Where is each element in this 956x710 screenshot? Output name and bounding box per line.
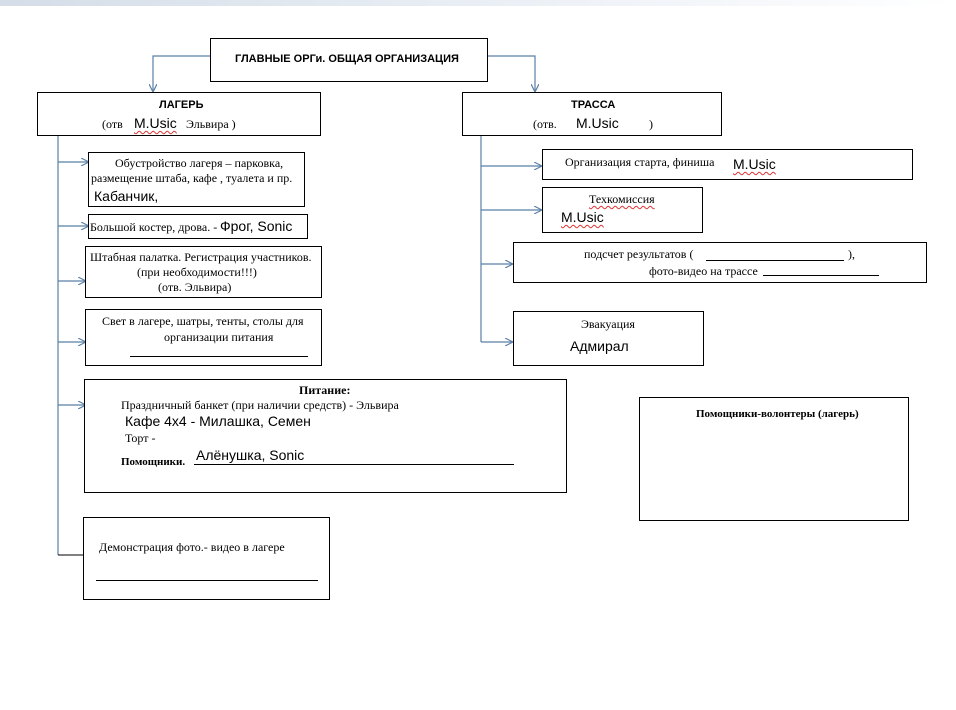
volunteers-title: Помощники-волонтеры (лагерь) [696,408,859,420]
track-resp-prefix: (отв. [533,117,557,131]
camp-setup-line2: размещение штаба, кафе , туалета и пр. [91,171,293,185]
camp-resp-suffix: Эльвира ) [186,117,236,131]
camp-light-node: Свет в лагере, шатры, тенты, столы для о… [85,309,322,366]
track-title: ТРАССА [571,99,616,111]
track-evac-text: Эвакуация [581,317,635,331]
track-resp-suffix: ) [649,117,653,131]
track-results-blank-2 [763,275,879,276]
track-results-line1-end: ), [848,247,855,261]
camp-demo-node: Демонстрация фото.- видео в лагере [83,517,330,600]
track-results-line1: подсчет результатов ( [584,247,694,261]
track-resp-name: M.Usic [576,115,619,131]
camp-hq-node: Штабная палатка. Регистрация участников.… [85,246,322,298]
track-node: ТРАССА (отв. M.Usic ) [462,92,722,136]
camp-setup-node: Обустройство лагеря – парковка, размещен… [88,152,305,207]
camp-food-cake: Торт - [125,431,156,445]
camp-setup-person: Кабанчик, [94,188,159,204]
track-start-text: Организация старта, финиша [565,155,715,169]
camp-hq-line3: (отв. Эльвира) [158,280,232,294]
camp-light-blank-line [130,356,308,357]
track-tech-text: Техкомиссия [589,192,655,206]
root-node: ГЛАВНЫЕ ОРГи. ОБЩАЯ ОРГАНИЗАЦИЯ [210,38,488,82]
camp-node: ЛАГЕРЬ (отв M.Usic Эльвира ) [37,92,321,136]
camp-resp-name: M.Usic [134,115,177,131]
camp-setup-line1: Обустройство лагеря – парковка, [115,156,284,170]
track-results-node: подсчет результатов ( ), фото-видео на т… [513,242,927,283]
camp-light-line1: Свет в лагере, шатры, тенты, столы для [102,314,304,328]
camp-demo-blank-line [96,580,318,581]
track-start-node: Организация старта, финиша M.Usic [542,149,913,180]
camp-food-helpers-line [194,464,514,465]
camp-food-helpers: Алёнушка, Sonic [196,447,305,463]
camp-bonfire-node: Большой костер, дрова. - Фрог, Sonic [88,214,308,239]
camp-food-cafe: Кафе 4х4 - Милашка, Семен [125,413,311,429]
track-results-blank-1 [706,260,844,261]
camp-resp-prefix: (отв [102,117,123,131]
track-evac-node: Эвакуация Адмирал [513,311,704,366]
camp-food-node: Питание: Праздничный банкет (при наличии… [84,379,567,493]
track-tech-person: M.Usic [561,209,604,225]
camp-bonfire-text: Большой костер, дрова. - [90,220,218,234]
camp-title: ЛАГЕРЬ [159,99,204,111]
camp-food-banquet: Праздничный банкет (при наличии средств)… [121,398,399,412]
camp-demo-text: Демонстрация фото.- видео в лагере [99,540,285,554]
camp-light-line2: организации питания [164,330,274,344]
camp-food-helpers-label: Помощники. [121,456,186,468]
camp-hq-line2: (при необходимости!!!) [137,265,257,279]
volunteers-node: Помощники-волонтеры (лагерь) [639,397,909,521]
top-gradient-band [0,0,956,6]
track-start-person: M.Usic [733,156,776,172]
track-evac-person: Адмирал [570,338,629,354]
camp-food-title: Питание: [299,383,351,397]
camp-hq-line1: Штабная палатка. Регистрация участников. [90,250,312,264]
root-title: ГЛАВНЫЕ ОРГи. ОБЩАЯ ОРГАНИЗАЦИЯ [235,53,459,65]
camp-bonfire-person: Фрог, Sonic [220,218,293,234]
track-tech-node: Техкомиссия M.Usic [542,187,703,233]
track-results-line2: фото-видео на трассе [649,264,758,278]
